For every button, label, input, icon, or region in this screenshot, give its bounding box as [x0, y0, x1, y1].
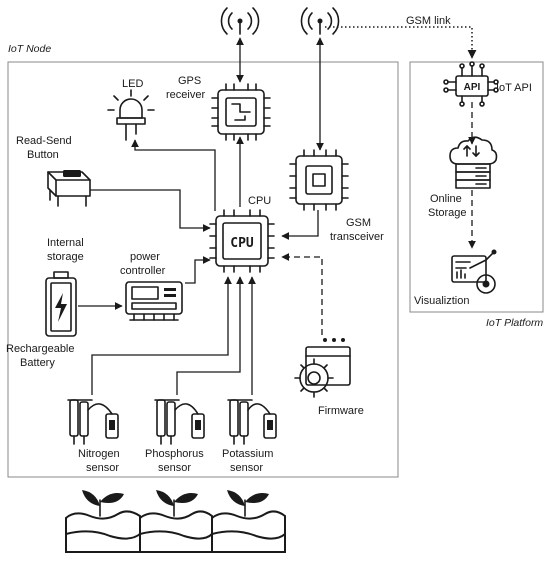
firmware-label: Firmware — [318, 405, 364, 417]
gsm-label-line2: transceiver — [330, 231, 384, 243]
iot-node-group — [7, 61, 399, 478]
connections — [78, 26, 477, 395]
online-storage-label-line2: Storage — [428, 207, 467, 219]
led-label: LED — [122, 78, 143, 90]
visualization-icon — [451, 249, 497, 294]
edge-gsm-cpu — [281, 210, 319, 240]
nitrogen-label-line1: Nitrogen — [78, 448, 120, 460]
battery-icon — [45, 271, 77, 337]
cpu-label: CPU — [248, 195, 271, 207]
gps-chip-icon — [211, 83, 271, 141]
battery-label-line2: Battery — [20, 357, 55, 369]
power-label-line1: power — [130, 251, 160, 263]
battery-label-line1: Rechargeable — [6, 343, 75, 355]
potassium-sensor-icon — [227, 399, 277, 445]
phosphorus-label-line1: Phosphorus — [145, 448, 204, 460]
gps-label-line2: receiver — [166, 89, 205, 101]
online-storage-label-line1: Online — [430, 193, 462, 205]
iot-api-label: IoT API — [496, 82, 532, 94]
edge-power-cpu — [185, 256, 211, 284]
cpu-chip-text: CPU — [230, 236, 254, 251]
button-icon — [47, 170, 91, 207]
gsm-antenna-icon — [300, 7, 340, 35]
potassium-label-line1: Potassium — [222, 448, 273, 460]
edge-firmware-cpu — [281, 253, 323, 335]
api-chip-icon — [443, 61, 499, 107]
led-icon — [107, 89, 155, 141]
gsm-label-line1: GSM — [346, 217, 371, 229]
power-label-line2: controller — [120, 265, 166, 277]
button-label-line2: Button — [27, 149, 59, 161]
power-controller-icon — [125, 281, 183, 321]
soil-plants-icon — [65, 490, 286, 553]
edge-button-cpu — [90, 189, 211, 232]
phosphorus-label-line2: sensor — [158, 462, 191, 474]
potassium-label-line2: sensor — [230, 462, 263, 474]
api-chip-text: API — [464, 82, 481, 93]
iot-platform-group — [409, 61, 544, 313]
cloud-storage-icon — [449, 136, 498, 189]
nitrogen-label-line2: sensor — [86, 462, 119, 474]
gsm-chip-icon — [289, 149, 349, 211]
gps-label-line1: GPS — [178, 75, 201, 87]
edge-phosphorus-cpu — [176, 276, 244, 395]
storage-label-line2: storage — [47, 251, 84, 263]
gsm-link-label: GSM link — [406, 15, 451, 27]
storage-label-line1: Internal — [47, 237, 84, 249]
cpu-chip-icon — [209, 209, 275, 273]
nitrogen-sensor-icon — [67, 399, 119, 445]
visualization-label: Visualiztion — [414, 295, 469, 307]
edge-nitrogen-cpu — [91, 276, 232, 395]
edge-cpu-led — [131, 139, 216, 211]
gps-antenna-icon — [220, 7, 260, 35]
button-label-line1: Read-Send — [16, 135, 72, 147]
phosphorus-sensor-icon — [154, 399, 205, 445]
iot-platform-label: IoT Platform — [486, 317, 543, 329]
iot-node-label: IoT Node — [8, 43, 51, 55]
firmware-gear-icon — [294, 338, 351, 398]
edge-gsm-link — [325, 26, 477, 59]
